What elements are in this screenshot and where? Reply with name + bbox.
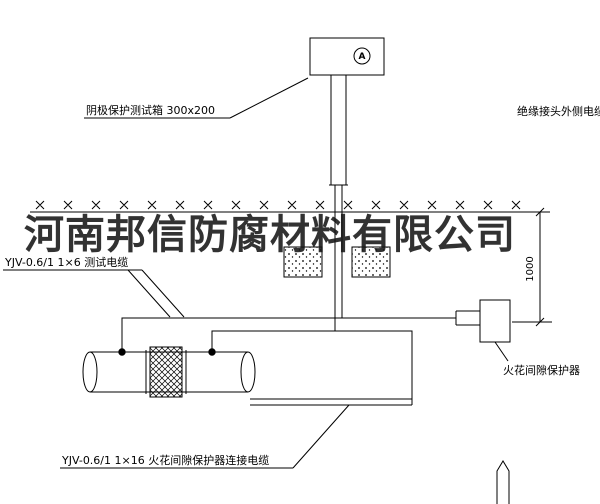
concrete-block-left: [283, 246, 323, 278]
test-box-label: 阴极保护测试箱 300x200: [86, 103, 215, 117]
test-box: [309, 37, 385, 76]
leader-protector-cable-label: [60, 404, 350, 469]
wire-mid: [211, 330, 413, 405]
concrete-block-right: [351, 246, 391, 278]
dimension-text: 1000: [525, 256, 536, 281]
leader-spark-gap-label: [494, 341, 509, 362]
insulated-joint-cable-label: 绝缘接头外侧电缆: [517, 104, 600, 118]
test-cable-label: YJV-0.6/1 1×6 测试电缆: [4, 256, 128, 269]
ammeter-symbol: [353, 47, 371, 65]
spark-gap-protector: [455, 299, 511, 343]
watermark-text: 河南邦信防腐材料有限公司: [24, 211, 516, 258]
ammeter-letter: A: [359, 52, 366, 62]
anode-stake-symbol: [496, 460, 510, 504]
protector-cable-label: YJV-0.6/1 1×16 火花间隙保护器连接电缆: [61, 453, 269, 467]
wire-top: [121, 317, 456, 352]
leader-test-box-label: [84, 77, 309, 119]
dimension-line: [512, 207, 552, 327]
leader-test-cable-label: [3, 269, 185, 318]
insulating-joint: [145, 346, 187, 398]
soil-marks: [35, 200, 521, 210]
spark-gap-label: 火花间隙保护器: [503, 363, 580, 377]
protector-connection-cables: [250, 398, 412, 406]
conduit: [329, 75, 348, 331]
